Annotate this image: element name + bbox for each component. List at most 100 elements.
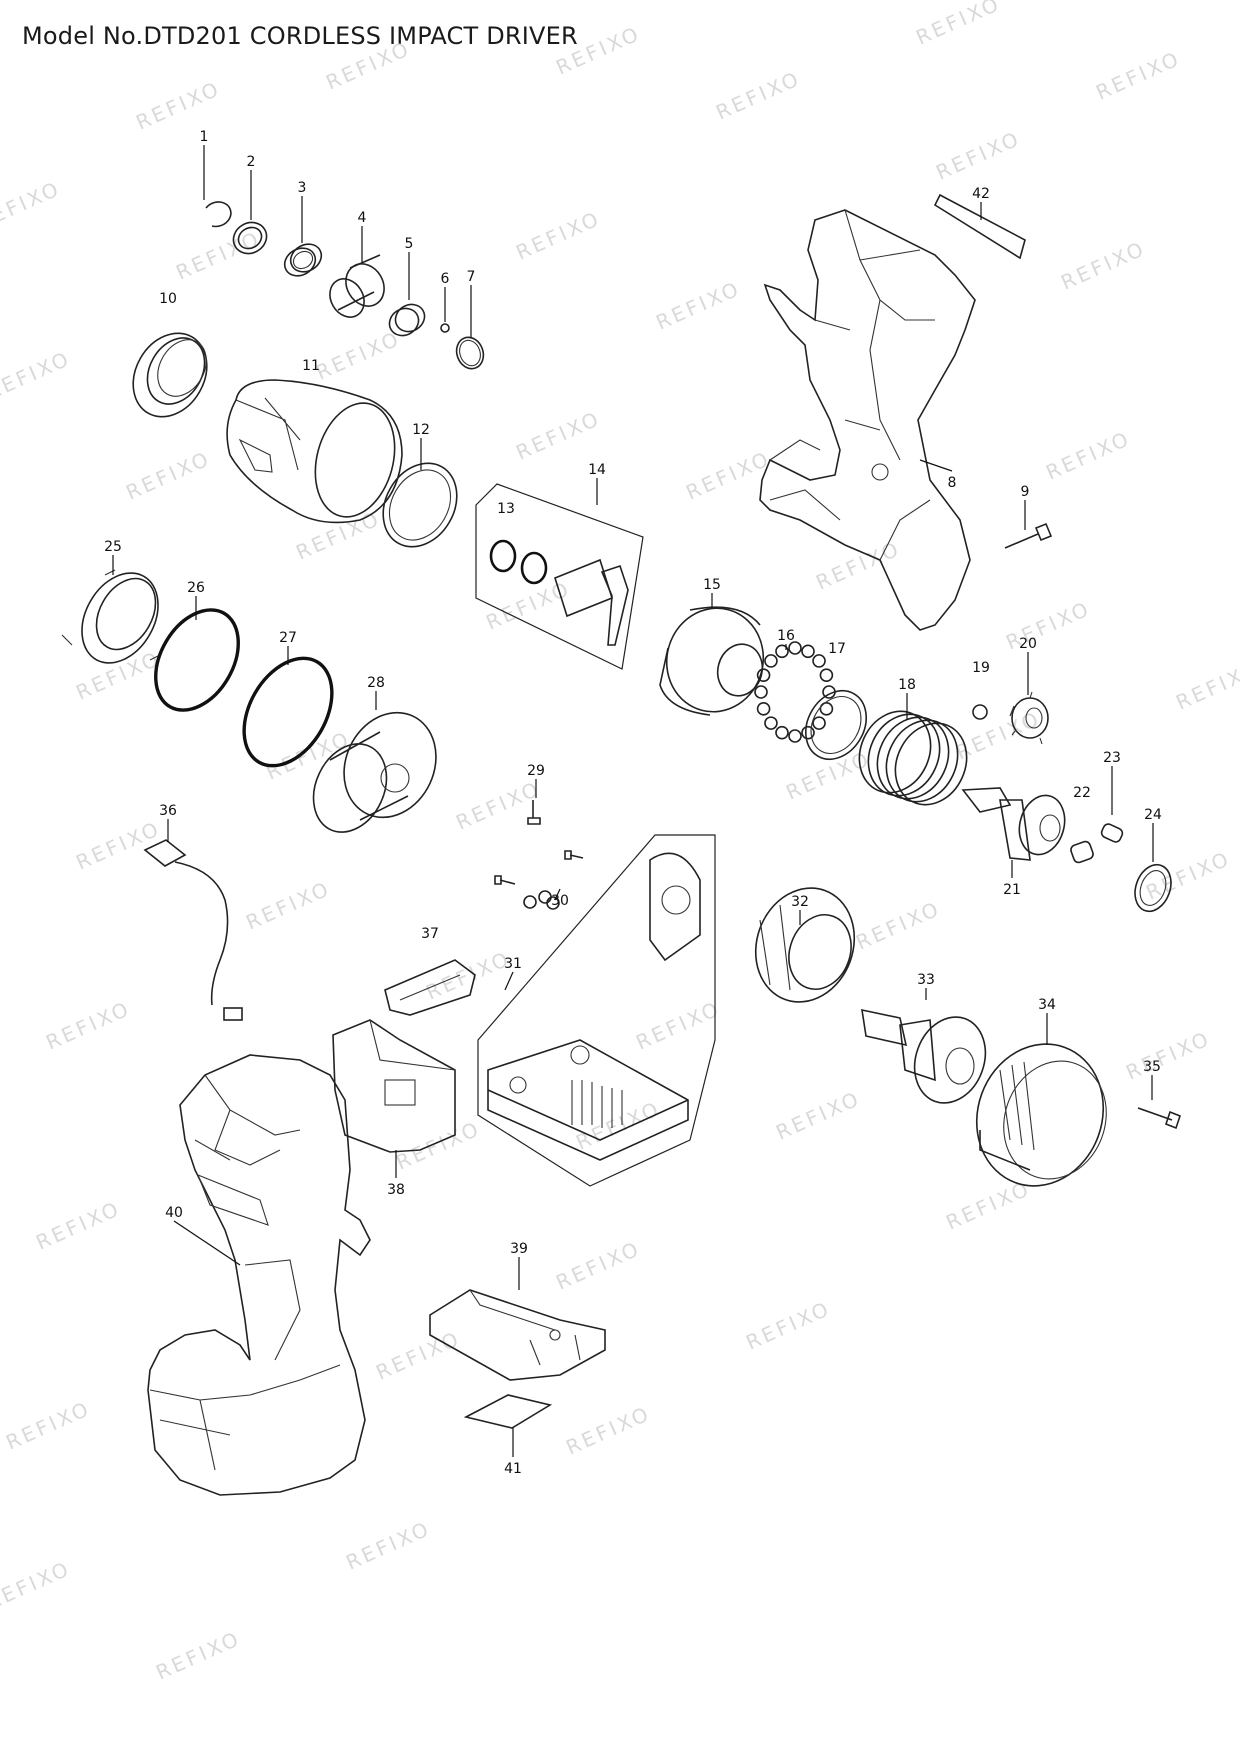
part-16-steel-balls — [754, 641, 836, 743]
part-21-spindle — [961, 787, 1066, 861]
watermark-layer: REFIXO REFIXO REFIXO REFIXO REFIXO REFIXO REFI… — [0, 0, 1240, 1685]
watermark-text: REFIXO — [2, 1396, 94, 1455]
watermark-text: REFIXO — [32, 1196, 124, 1255]
part-callout-number: 33 — [917, 972, 935, 988]
part-callout-number: 13 — [497, 501, 515, 517]
watermark-text: REFIXO — [552, 1236, 644, 1295]
watermark-text: REFIXO — [132, 76, 224, 135]
steel-ball — [775, 725, 789, 740]
part-10-bumper-ring — [132, 332, 208, 418]
part-26-o-ring — [154, 608, 240, 712]
part-callout-number: 40 — [165, 1205, 183, 1221]
part-callout-number: 11 — [302, 358, 320, 374]
part-callout-number: 15 — [703, 577, 721, 593]
part-callout-number: 2 — [247, 154, 256, 170]
watermark-text: REFIXO — [122, 446, 214, 505]
watermark-text: REFIXO — [372, 1326, 464, 1385]
part-callout-number: 36 — [159, 803, 177, 819]
spring-coil — [867, 713, 941, 797]
part-callout-number: 27 — [279, 630, 297, 646]
part-14-anvil-set — [475, 483, 644, 670]
watermark-text: REFIXO — [812, 536, 904, 595]
part-callout-number: 32 — [791, 894, 809, 910]
part-callout-number: 23 — [1103, 750, 1121, 766]
watermark-text: REFIXO — [712, 66, 804, 125]
watermark-text: REFIXO — [242, 876, 334, 935]
part-17-flat-washer — [805, 690, 867, 760]
part-callout-number: 9 — [1021, 484, 1030, 500]
part-callout-number: 20 — [1019, 636, 1037, 652]
part-callout-number: 42 — [972, 186, 990, 202]
part-callout-number: 26 — [187, 580, 205, 596]
part-callout-number: 8 — [948, 475, 957, 491]
steel-ball — [819, 702, 834, 716]
watermark-text: REFIXO — [1122, 1026, 1214, 1085]
watermark-text: REFIXO — [42, 996, 134, 1055]
steel-ball — [819, 668, 834, 682]
watermark-text: REFIXO — [322, 36, 414, 95]
part-9-screw — [1004, 522, 1053, 549]
leader-line — [173, 1220, 241, 1266]
part-callout-number: 18 — [898, 677, 916, 693]
part-19-steel-ball — [972, 704, 988, 720]
part-31-controller — [477, 834, 716, 1187]
watermark-text: REFIXO — [912, 0, 1004, 50]
part-callout-number: 25 — [104, 539, 122, 555]
part-7-o-ring — [455, 336, 485, 370]
watermark-text: REFIXO — [852, 896, 944, 955]
part-callout-number: 10 — [159, 291, 177, 307]
part-callout-number: 14 — [588, 462, 606, 478]
watermark-text: REFIXO — [1172, 656, 1240, 715]
page-title: Model No.DTD201 CORDLESS IMPACT DRIVER — [22, 22, 578, 50]
part-callout-number: 41 — [504, 1461, 522, 1477]
part-15-hammer — [659, 606, 765, 716]
watermark-text: REFIXO — [262, 726, 354, 785]
part-callout-number: 17 — [828, 641, 846, 657]
watermark-text: REFIXO — [72, 816, 164, 875]
part-callout-number: 19 — [972, 660, 990, 676]
part-callout-number: 39 — [510, 1241, 528, 1257]
part-callout-number: 31 — [504, 956, 522, 972]
watermark-text: REFIXO — [152, 1626, 244, 1685]
part-40-housing — [147, 1054, 371, 1496]
part-5-collar — [388, 303, 426, 337]
part-3-spring — [283, 243, 323, 277]
steel-ball — [756, 668, 771, 682]
steel-ball — [801, 725, 815, 740]
part-callout-number: 7 — [467, 269, 476, 285]
watermark-text: REFIXO — [932, 126, 1024, 185]
steel-ball — [756, 702, 771, 716]
watermark-text: REFIXO — [342, 1516, 434, 1575]
part-33-rotor — [861, 1008, 987, 1104]
watermark-text: REFIXO — [552, 21, 644, 80]
part-8-housing — [759, 209, 976, 631]
part-39-terminal — [429, 1289, 606, 1381]
watermark-text: REFIXO — [512, 206, 604, 265]
spring-coil — [876, 716, 950, 800]
watermark-text: REFIXO — [72, 646, 164, 705]
watermark-text: REFIXO — [1142, 846, 1234, 905]
part-20-spur-gear — [1009, 691, 1049, 745]
steel-ball — [801, 644, 815, 659]
watermark-text: REFIXO — [0, 1556, 74, 1615]
part-callout-number: 5 — [405, 236, 414, 252]
part-callout-number: 29 — [527, 763, 545, 779]
part-6-steel-ball — [440, 323, 450, 333]
part-11-hammer-case — [226, 379, 403, 524]
watermark-text: REFIXO — [312, 326, 404, 385]
part-callout-number: 1 — [200, 129, 209, 145]
part-29-screw — [527, 800, 541, 825]
leader-line — [504, 971, 514, 991]
part-37-switch-lever — [384, 959, 476, 1016]
part-callout-number: 38 — [387, 1182, 405, 1198]
watermark-text: REFIXO — [172, 226, 264, 285]
spring-coil — [894, 722, 968, 806]
leader-line — [554, 888, 561, 901]
part-24-washer — [1134, 863, 1172, 913]
part-23-pin — [1100, 823, 1124, 843]
steel-ball — [764, 654, 778, 668]
part-callout-number: 30 — [551, 893, 569, 909]
watermark-text: REFIXO — [452, 776, 544, 835]
